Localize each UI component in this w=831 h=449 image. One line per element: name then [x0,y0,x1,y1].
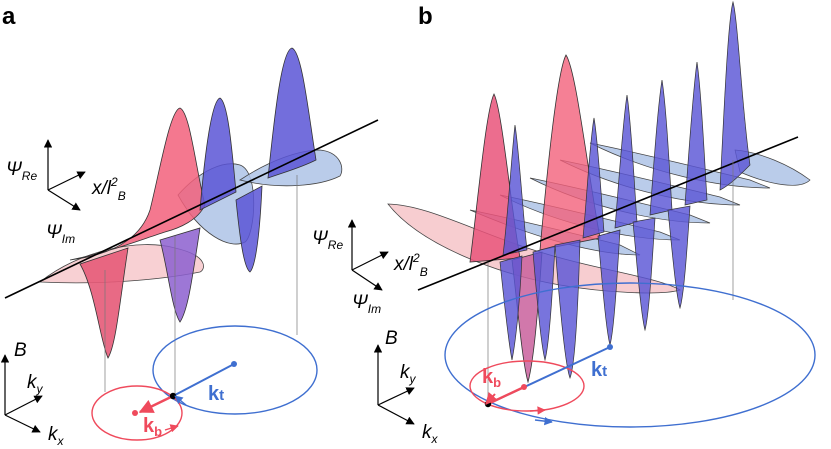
svg-text:kb: kb [143,415,162,439]
wave-a-re-blue-down [235,185,263,273]
svg-text:x/l2B: x/l2B [91,175,126,203]
k-axes-a: B ky kx [0,340,65,448]
wave-a-re-red-up [69,107,206,261]
wave-a-re-purple-down [159,227,201,323]
panel-b-letter: b [418,3,433,30]
orbit-a-red [91,385,183,441]
svg-text:B: B [14,340,27,361]
psi-axes-a: ΨRe x/l2B ΨIm [6,139,126,246]
axis-a-main [4,119,379,299]
svg-text:kt: kt [208,383,224,405]
svg-text:ky: ky [400,362,417,386]
svg-text:ΨIm: ΨIm [46,222,75,246]
k-axes-b: B ky kx [373,328,439,446]
kt-vector-a [174,363,235,396]
wave-b-re-blue-array [499,0,751,379]
svg-text:ΨRe: ΨRe [6,159,37,183]
svg-text:kb: kb [482,366,501,390]
orbit-b-red [469,360,585,412]
svg-text:kt: kt [591,359,607,381]
svg-text:kx: kx [48,424,65,448]
wave-a-re-red-down [79,247,129,359]
svg-text:ΨIm: ΨIm [352,292,381,316]
kb-vector-a [138,394,174,414]
svg-text:B: B [385,328,398,349]
orbit-a-blue [152,325,318,415]
axis-b-main [417,136,799,291]
svg-text:kx: kx [422,422,439,446]
svg-text:ΨRe: ΨRe [312,228,343,252]
panel-a-letter: a [2,3,16,30]
panel-a: a ΨRe x/l2B ΨIm B [0,3,379,448]
svg-text:x/l2B: x/l2B [393,251,428,279]
orbit-b-blue [444,282,816,428]
wave-a-re-blue-up [199,97,237,211]
wave-a-re-blue-tall [267,47,317,179]
panel-b: b [312,0,816,446]
svg-text:ky: ky [27,372,44,396]
psi-axes-b: ΨRe x/l2B ΨIm [312,219,428,316]
